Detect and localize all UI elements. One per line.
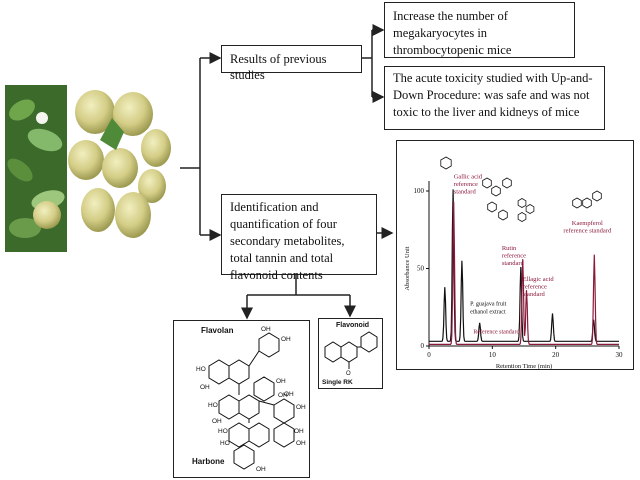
kaempferol-ring-1 [572,197,582,209]
series-line-2 [429,201,619,345]
kaempferol-ring-2 [582,197,592,209]
svg-text:OH: OH [278,392,288,399]
series-line-1 [429,189,619,342]
identification-text: Identification and quantification of fou… [230,200,345,282]
rutin-ring-4 [487,201,497,213]
ellagic-ring-2 [525,204,535,214]
svg-text:OH: OH [212,418,222,425]
x-tick-label: 10 [489,351,497,359]
x-tick-label: 20 [552,351,560,359]
x-tick-label: 0 [427,351,431,359]
previous-studies-text: Results of previous studies [230,52,327,82]
x-axis-label: Retention Time (min) [496,363,552,370]
kaempferol-ring-3 [592,190,602,202]
svg-text:OH: OH [284,391,294,398]
svg-text:OH: OH [294,428,304,435]
svg-text:HO: HO [218,428,228,435]
ellagic-ring-1 [517,198,527,208]
svg-text:OH: OH [200,384,210,391]
megakaryocytes-box: Increase the number of megakaryocytes in… [384,2,575,58]
harbone-label: Harbone [192,457,225,466]
rutin-ring-3 [502,177,512,189]
y-tick-label: 0 [421,342,425,350]
megakaryocytes-text: Increase the number of megakaryocytes in… [393,9,512,57]
flavonoid-title: Flavonoid [336,322,370,329]
rutin-ring-1 [482,177,492,189]
svg-text:OH: OH [296,404,306,411]
gallic-acid-ring [440,156,452,170]
toxicity-text: The acute toxicity studied with Up-and-D… [393,71,593,119]
rutin-ring-2 [491,185,501,197]
y-axis-label: Absorbance Unit [404,246,411,290]
series-label-extract-line2: ethanol extract [470,309,506,315]
series-label-extract-line1: P. guajava fruit [470,301,506,308]
flavonoid-structure-box: Flavonoid O Single RK [318,318,383,389]
flavolan-title: Flavolan [201,326,234,335]
previous-studies-box: Results of previous studies [221,45,362,82]
svg-text:OH: OH [296,440,306,447]
rutin-ring-5 [498,209,508,221]
svg-text:O: O [346,371,351,377]
identification-box: Identification and quantification of fou… [221,194,377,282]
svg-text:HO: HO [220,440,230,447]
svg-text:OH: OH [256,466,266,473]
svg-text:OH: OH [261,326,271,333]
y-tick-label: 100 [414,187,425,195]
svg-text:OH: OH [276,378,286,385]
single-rk-label: Single RK [322,379,353,386]
toxicity-box: The acute toxicity studied with Up-and-D… [384,66,605,130]
x-tick-label: 30 [616,351,624,359]
flavonoid-structure: O [324,331,378,377]
ellagic-ring-3 [517,212,527,222]
svg-text:OH: OH [281,336,291,343]
y-tick-label: 50 [417,265,425,273]
series-label-reference: Reference standard [473,329,519,336]
svg-text:HO: HO [196,366,206,373]
svg-text:HO: HO [208,402,218,409]
